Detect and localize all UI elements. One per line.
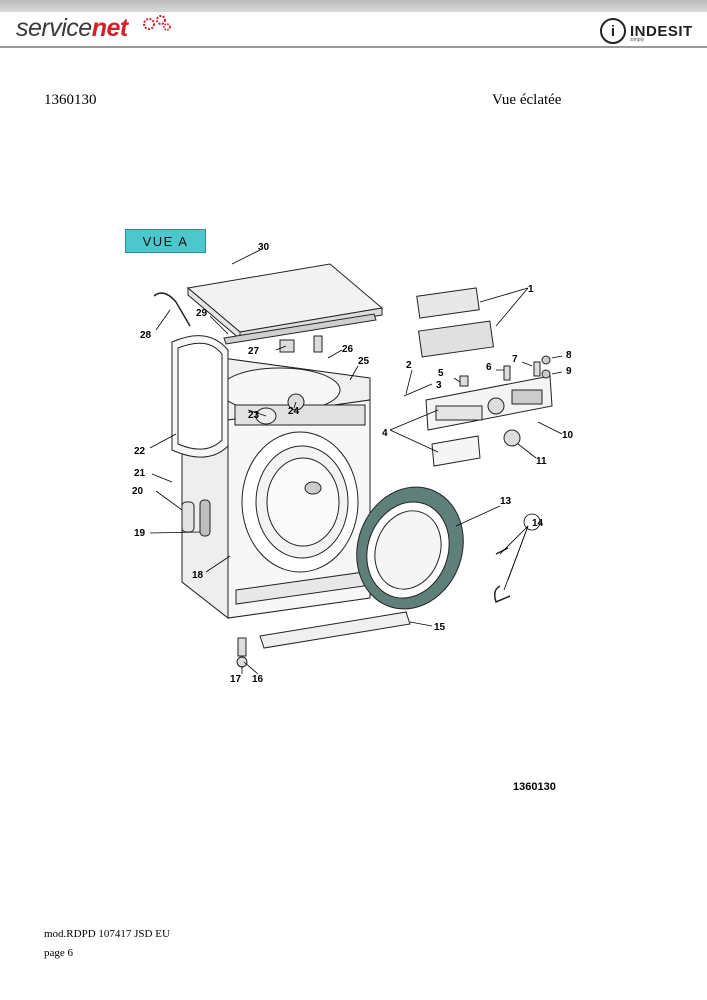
callout-6: 6	[486, 362, 492, 373]
part-knob	[503, 429, 521, 447]
part-kickplate	[259, 611, 411, 649]
callout-9: 9	[566, 366, 572, 377]
callout-26: 26	[342, 344, 354, 355]
indesit-wordmark: INDESIT	[630, 22, 693, 40]
callout-16: 16	[252, 674, 264, 685]
callout-20: 20	[132, 486, 144, 497]
indesit-tagline: simply	[630, 37, 645, 43]
callout-18: 18	[192, 570, 204, 581]
logo-net-text: net	[91, 14, 129, 42]
view-label-badge: VUE A	[125, 229, 206, 253]
callout-28: 28	[140, 330, 152, 341]
callout-13: 13	[500, 496, 512, 507]
callout-15: 15	[434, 622, 446, 633]
part-detergent-drawer	[431, 435, 481, 467]
callout-24: 24	[288, 406, 300, 417]
callout-10: 10	[562, 430, 574, 441]
callout-4: 4	[382, 428, 388, 439]
part-pcb	[416, 287, 480, 319]
callout-11: 11	[536, 456, 547, 467]
header-divider	[0, 46, 707, 48]
callout-8: 8	[566, 350, 572, 361]
gears-icon	[143, 15, 171, 31]
header-bar	[0, 0, 707, 12]
callout-17: 17	[230, 674, 242, 685]
callout-1: 1	[528, 284, 534, 295]
callout-3: 3	[436, 380, 442, 391]
callout-30: 30	[258, 242, 270, 253]
callout-27: 27	[248, 346, 260, 357]
callout-22: 22	[134, 446, 146, 457]
servicenet-logo: servicenet	[16, 14, 128, 43]
exploded-view-diagram: 30 1 29 28 27 26 25 2 5 6 7 8 9 3 24 23 …	[132, 242, 574, 685]
logo-service-text: service	[16, 14, 92, 42]
callout-7: 7	[512, 354, 518, 365]
drawing-code: 1360130	[513, 781, 556, 793]
callout-19: 19	[134, 528, 146, 539]
callout-25: 25	[358, 356, 370, 367]
callout-21: 21	[134, 468, 146, 479]
footer-page-number: page 6	[44, 947, 74, 959]
document-number: 1360130	[44, 92, 97, 108]
callout-5: 5	[438, 368, 444, 379]
indesit-mark-icon: i	[600, 18, 626, 44]
callout-29: 29	[196, 308, 208, 319]
view-title: Vue éclatée	[492, 92, 562, 108]
callout-14: 14	[532, 518, 544, 529]
footer-model: mod.RDPD 107417 JSD EU	[44, 928, 170, 940]
callout-23: 23	[248, 410, 260, 421]
indesit-logo: i INDESIT simply	[600, 18, 693, 44]
callout-2: 2	[406, 360, 412, 371]
